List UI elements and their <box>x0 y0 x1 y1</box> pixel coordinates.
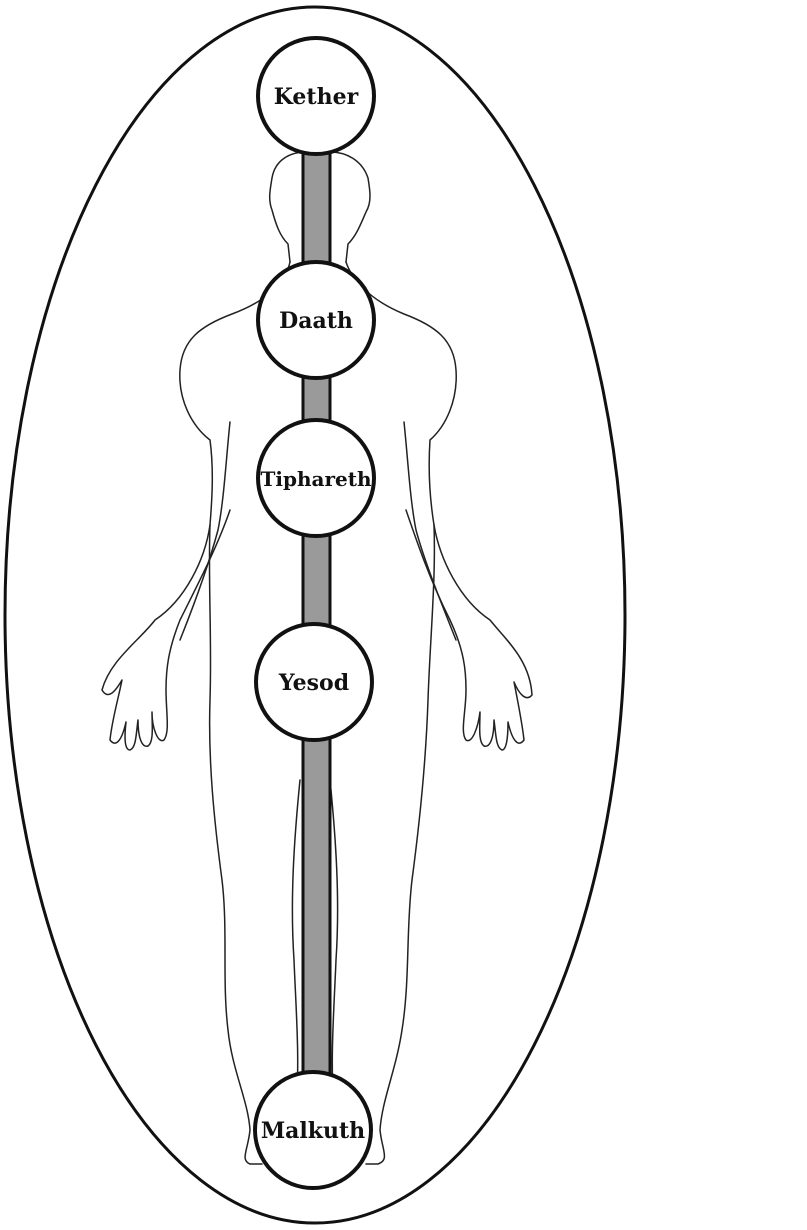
sphere-yesod-label: Yesod <box>278 670 349 696</box>
sphere-tiphareth: Tiphareth <box>258 420 374 536</box>
left-leg-outline <box>209 525 262 1164</box>
sphere-kether-label: Kether <box>274 84 359 110</box>
sphere-daath: Daath <box>258 262 374 378</box>
sphere-tiphareth-label: Tiphareth <box>260 467 371 491</box>
sphere-malkuth: Malkuth <box>255 1072 371 1188</box>
sphere-daath-label: Daath <box>279 308 353 334</box>
sphere-yesod: Yesod <box>256 624 372 740</box>
right-leg-outline <box>366 525 434 1164</box>
sphere-kether: Kether <box>258 38 374 154</box>
inner-leg-left <box>292 780 300 1110</box>
sphere-malkuth-label: Malkuth <box>261 1118 365 1144</box>
